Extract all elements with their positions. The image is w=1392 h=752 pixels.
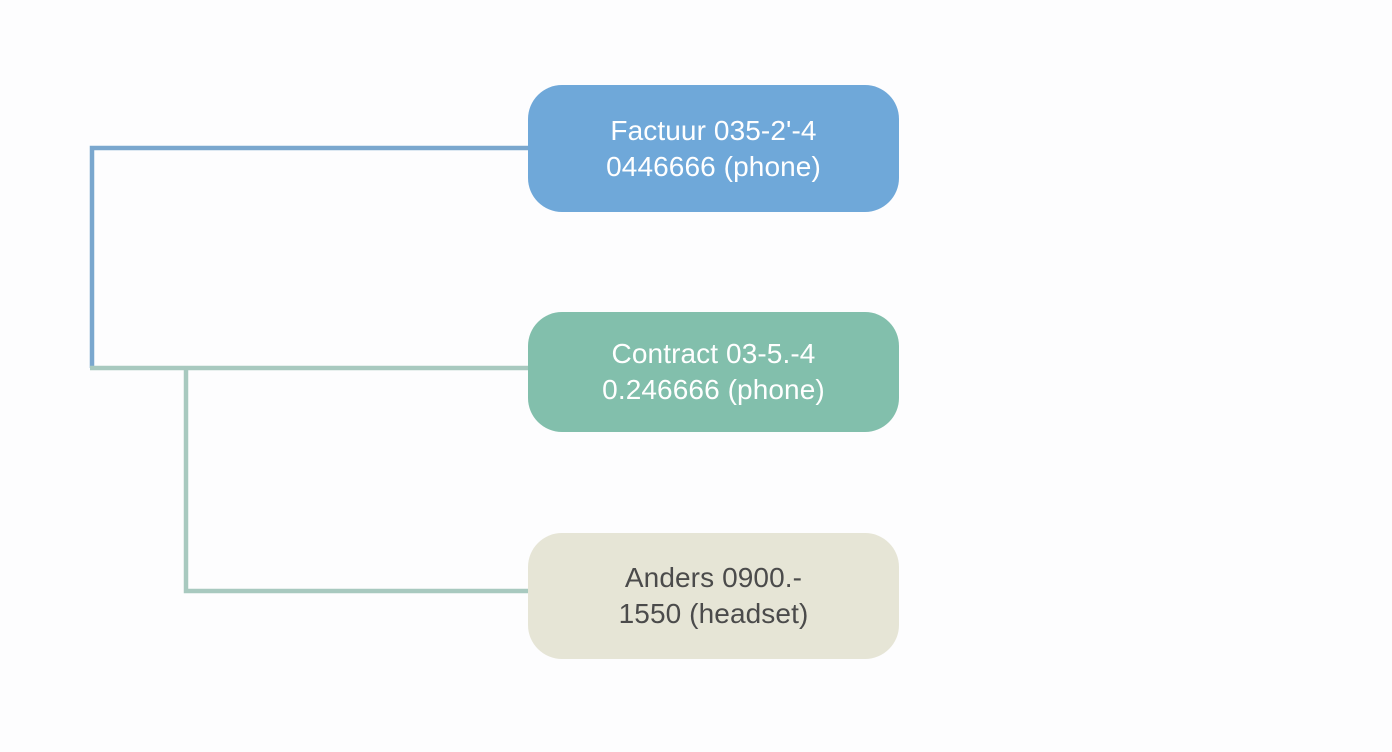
node-anders-label: Anders 0900.- 1550 (headset) bbox=[618, 562, 809, 629]
node-factuur[interactable]: Factuur 035-2'-4 0446666 (phone) bbox=[528, 85, 899, 212]
node-contract-label: Contract 03-5.-4 0.246666 (phone) bbox=[602, 338, 825, 405]
node-anders[interactable]: Anders 0900.- 1550 (headset) bbox=[528, 533, 899, 659]
node-factuur-label: Factuur 035-2'-4 0446666 (phone) bbox=[606, 114, 821, 182]
connector-factuur bbox=[89, 145, 528, 368]
connector-anders bbox=[183, 368, 528, 594]
node-contract[interactable]: Contract 03-5.-4 0.246666 (phone) bbox=[528, 312, 899, 432]
